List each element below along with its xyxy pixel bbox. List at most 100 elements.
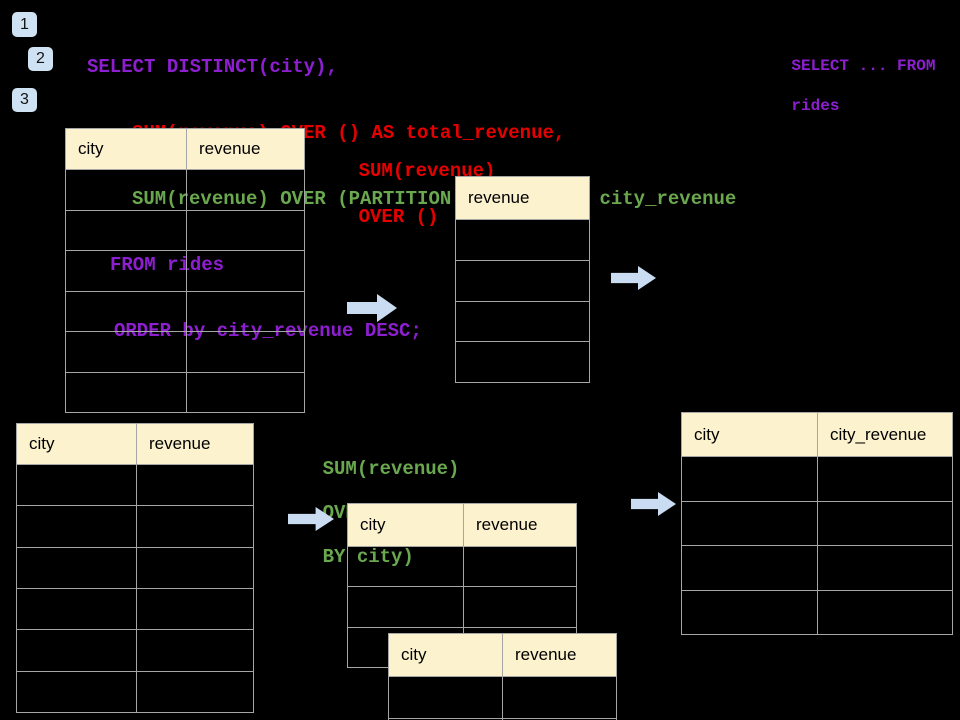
table-row xyxy=(17,464,253,506)
table-row xyxy=(682,456,952,501)
table-cell xyxy=(187,251,304,291)
table-cell xyxy=(818,591,952,635)
table-cell xyxy=(187,332,304,372)
table-cell xyxy=(66,210,187,250)
table-row xyxy=(17,670,253,712)
table-cell xyxy=(137,465,253,505)
table-cell xyxy=(17,630,137,671)
table-cell xyxy=(66,332,187,372)
table-row xyxy=(456,219,589,260)
table-cell xyxy=(464,547,576,586)
table-cell xyxy=(682,590,818,634)
table-header-row: city city_revenue xyxy=(682,413,952,456)
step-badge-2-label: 2 xyxy=(36,50,45,67)
partition-intermediate-table-2: city revenue xyxy=(388,633,617,720)
table-cell xyxy=(503,677,616,718)
table-cell xyxy=(187,211,304,251)
partition-label-line-3: BY city) xyxy=(322,546,414,568)
table-cell xyxy=(17,506,137,547)
step-badge-2: 2 xyxy=(28,47,53,71)
column-header-city: city xyxy=(348,504,464,546)
table-cell xyxy=(17,588,137,630)
table-cell xyxy=(187,373,304,413)
table-cell xyxy=(456,220,589,260)
table-cell xyxy=(66,251,187,291)
table-row xyxy=(66,250,304,291)
table-cell xyxy=(389,677,503,718)
table-cell xyxy=(818,457,952,501)
table-cell xyxy=(456,342,589,382)
table-cell xyxy=(17,671,137,712)
table-cell xyxy=(456,302,589,342)
column-header-city: city xyxy=(17,424,137,464)
table-row xyxy=(66,209,304,251)
table-header-row: city revenue xyxy=(389,634,616,676)
table-cell xyxy=(17,465,137,506)
table-cell xyxy=(456,261,589,301)
step-badge-3-label: 3 xyxy=(20,91,29,108)
table-header-row: city revenue xyxy=(348,504,576,546)
table-header-row: city revenue xyxy=(17,424,253,464)
column-header-revenue: revenue xyxy=(476,515,538,534)
side-snippet-line-2: rides xyxy=(791,97,840,115)
table-cell xyxy=(187,292,304,332)
table-cell xyxy=(137,506,253,546)
sql-line-select: SELECT DISTINCT(city), xyxy=(87,56,338,78)
sql-line-from: FROM rides xyxy=(110,254,225,276)
total-revenue-result-table: revenue xyxy=(455,176,590,383)
table-cell xyxy=(818,502,952,546)
table-cell xyxy=(682,501,818,545)
side-sql-snippet: SELECT ... FROM rides xyxy=(753,36,935,136)
table-cell xyxy=(818,546,952,590)
table-row xyxy=(66,331,304,372)
table-row xyxy=(456,341,589,382)
table-row xyxy=(66,169,304,210)
table-cell xyxy=(348,587,464,627)
table-cell xyxy=(17,547,137,588)
column-header-revenue: revenue xyxy=(149,434,211,453)
table-cell xyxy=(389,718,503,720)
table-cell xyxy=(187,170,304,210)
table-cell xyxy=(348,547,464,587)
table-row xyxy=(389,676,616,718)
table-cell xyxy=(682,546,818,590)
total-label-line-2: OVER () xyxy=(358,206,439,228)
source-rides-table-2: city revenue xyxy=(16,423,254,713)
table-row xyxy=(682,589,952,635)
column-header-revenue: revenue xyxy=(199,139,261,158)
table-cell xyxy=(66,291,187,331)
column-header-revenue: revenue xyxy=(468,188,530,207)
table-cell xyxy=(137,589,253,629)
step-badge-1: 1 xyxy=(12,12,37,37)
table-cell xyxy=(66,170,187,210)
side-snippet-line-1: SELECT ... FROM xyxy=(791,57,936,75)
city-revenue-result-table: city city_revenue xyxy=(681,412,953,635)
table-row xyxy=(456,300,589,342)
column-header-city_revenue: city_revenue xyxy=(830,424,927,444)
table-cell xyxy=(137,630,253,670)
partition-label-line-1: SUM(revenue) xyxy=(322,458,460,480)
table-cell xyxy=(682,457,818,501)
table-cell xyxy=(137,548,253,588)
table-row xyxy=(17,587,253,630)
table-cell xyxy=(464,587,576,626)
flow-arrow-icon-1 xyxy=(347,294,397,322)
column-header-city: city xyxy=(682,413,818,456)
table-row xyxy=(682,545,952,590)
table-row xyxy=(456,259,589,301)
flow-arrow-icon-4 xyxy=(631,492,676,516)
table-row xyxy=(17,505,253,547)
table-row xyxy=(17,629,253,671)
column-header-city: city xyxy=(389,634,503,676)
flow-arrow-icon-3 xyxy=(288,507,334,531)
step-badge-1-label: 1 xyxy=(20,15,29,33)
table-row xyxy=(348,546,576,587)
table-row xyxy=(682,500,952,546)
table-cell xyxy=(66,372,187,412)
column-header-revenue: revenue xyxy=(515,645,577,664)
table-row xyxy=(389,717,616,720)
table-row xyxy=(66,290,304,332)
